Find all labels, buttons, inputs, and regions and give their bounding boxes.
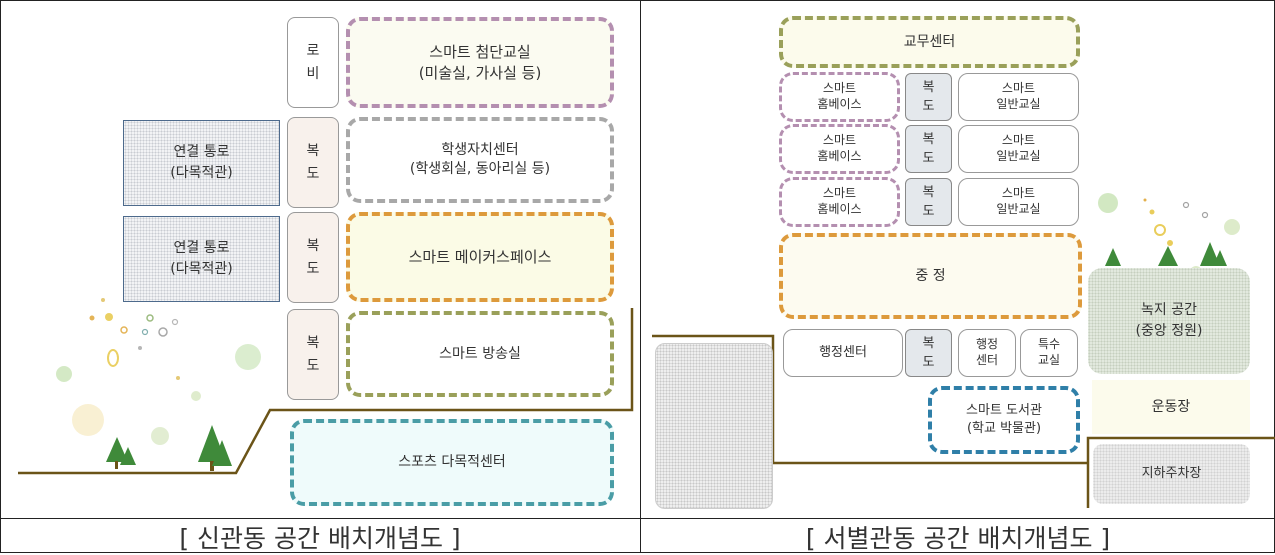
green-space-trees — [1105, 242, 1227, 266]
library-label: 스마트 도서관 (학교 박물관) — [966, 403, 1042, 436]
classroom-2-box: 스마트 일반교실 — [958, 125, 1079, 173]
homebase-2-box: 스마트 홈베이스 — [779, 124, 900, 174]
corridor-1-box: 복 도 — [287, 117, 339, 208]
admin-center-small-box: 행정 센터 — [958, 329, 1016, 377]
parking-box: 지하주차장 — [1093, 444, 1250, 504]
homebase-1-label: 스마트 홈베이스 — [817, 81, 862, 111]
admin-center-box: 행정센터 — [783, 329, 903, 377]
library-box: 스마트 도서관 (학교 박물관) — [928, 386, 1080, 454]
admin-center-label: 행정센터 — [819, 344, 867, 360]
right-corridor-3-box: 복 도 — [905, 178, 952, 226]
left-ground-line — [18, 308, 634, 475]
right-corridor-3-label: 복 도 — [922, 184, 935, 220]
courtyard-box: 중 정 — [779, 233, 1082, 319]
playground-box: 운동장 — [1092, 380, 1250, 434]
classroom-1-box: 스마트 일반교실 — [958, 73, 1079, 121]
connection-passage-1: 연결 통로 (다목적관) — [123, 120, 280, 206]
right-shaded-area — [655, 343, 773, 509]
right-caption: [ 서별관동 공간 배치개념도 ] — [805, 523, 1111, 553]
right-ground-line-lower — [1086, 436, 1275, 508]
faculty-center-box: 교무센터 — [779, 16, 1080, 68]
corridor-1-label: 복 도 — [306, 143, 320, 182]
classroom-3-box: 스마트 일반교실 — [958, 178, 1079, 226]
connection-passage-2-label: 연결 통로 (다목적관) — [170, 240, 233, 277]
broadcast-room-box: 스마트 방송실 — [346, 311, 614, 397]
classroom-1-label: 스마트 일반교실 — [996, 81, 1041, 111]
connection-passage-2: 연결 통로 (다목적관) — [123, 216, 280, 302]
caption-divider-horizontal — [0, 518, 1275, 519]
courtyard-label: 중 정 — [915, 267, 946, 284]
green-space-label: 녹지 공간 (중앙 정원) — [1135, 302, 1203, 339]
homebase-3-box: 스마트 홈베이스 — [779, 177, 900, 227]
homebase-3-label: 스마트 홈베이스 — [817, 186, 862, 216]
sports-center-label: 스포츠 다목적센터 — [398, 454, 506, 471]
lobby-label: 로 비 — [306, 43, 320, 82]
panel-divider-vertical — [640, 0, 641, 553]
corridor-3-box: 복 도 — [287, 309, 339, 400]
right-ground-line-upper — [652, 334, 1088, 465]
left-decorative-dots — [56, 298, 261, 445]
broadcast-room-label: 스마트 방송실 — [439, 345, 521, 362]
right-corridor-2-box: 복 도 — [905, 125, 952, 173]
special-class-label: 특수 교실 — [1037, 337, 1061, 367]
lobby-box: 로 비 — [287, 17, 339, 108]
right-corridor-1-label: 복 도 — [922, 79, 935, 115]
classroom-2-label: 스마트 일반교실 — [996, 133, 1041, 163]
maker-space-box: 스마트 메이커스페이스 — [346, 212, 614, 302]
special-class-box: 특수 교실 — [1020, 329, 1078, 377]
smart-lab-label: 스마트 첨단교실 (미술실, 가사실 등) — [418, 43, 542, 82]
left-trees — [106, 425, 232, 471]
right-corridor-1-box: 복 도 — [905, 73, 952, 121]
green-space-box: 녹지 공간 (중앙 정원) — [1088, 268, 1250, 374]
right-corridor-2-label: 복 도 — [922, 131, 935, 167]
right-corridor-4-box: 복 도 — [905, 329, 952, 377]
maker-space-label: 스마트 메이커스페이스 — [408, 247, 552, 266]
faculty-center-label: 교무센터 — [903, 33, 956, 50]
homebase-1-box: 스마트 홈베이스 — [779, 72, 900, 122]
right-corridor-4-label: 복 도 — [922, 335, 935, 371]
student-center-box: 학생자치센터 (학생회실, 동아리실 등) — [346, 117, 614, 203]
playground-label: 운동장 — [1151, 398, 1191, 415]
classroom-3-label: 스마트 일반교실 — [996, 186, 1041, 216]
admin-center-small-label: 행정 센터 — [975, 337, 999, 367]
smart-lab-box: 스마트 첨단교실 (미술실, 가사실 등) — [346, 17, 614, 108]
left-caption: [ 신관동 공간 배치개념도 ] — [179, 523, 461, 553]
connection-passage-1-label: 연결 통로 (다목적관) — [170, 144, 233, 181]
corridor-2-label: 복 도 — [306, 238, 320, 277]
sports-center-box: 스포츠 다목적센터 — [290, 419, 614, 506]
homebase-2-label: 스마트 홈베이스 — [817, 133, 862, 163]
parking-label: 지하주차장 — [1141, 466, 1202, 482]
corridor-2-box: 복 도 — [287, 212, 339, 303]
corridor-3-label: 복 도 — [306, 335, 320, 374]
student-center-label: 학생자치센터 (학생회실, 동아리실 등) — [409, 142, 551, 177]
